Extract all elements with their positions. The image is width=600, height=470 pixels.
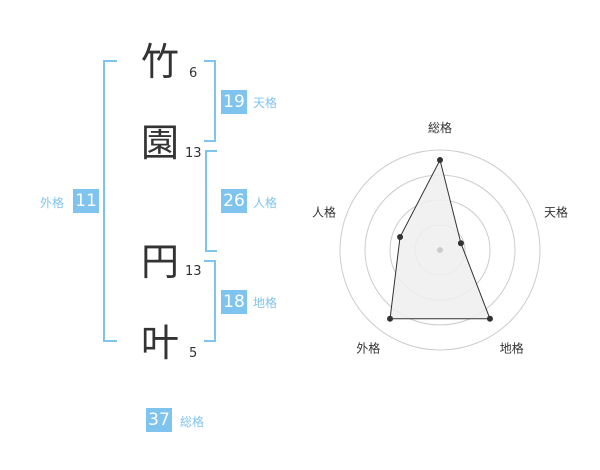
jinkaku-bracket: [205, 150, 217, 252]
jinkaku-label: 人格: [253, 196, 278, 210]
radar-point-0: [437, 157, 443, 163]
character-2-strokes: 13: [185, 146, 202, 161]
soukaku-value: 37: [146, 408, 172, 432]
radar-area: [389, 158, 491, 320]
character-1-strokes: 6: [189, 66, 198, 81]
jinkaku-value: 26: [221, 189, 247, 213]
radar-ring: [339, 149, 541, 351]
soukaku-label: 総格: [180, 415, 205, 429]
gaikaku-label: 外格: [40, 196, 65, 210]
tenkaku-label: 天格: [253, 96, 278, 110]
tenkaku-bracket: [204, 60, 216, 142]
tenkaku-value: 19: [221, 90, 247, 114]
radar-axis-label-3: 外格: [356, 341, 380, 356]
chikaku-label: 地格: [253, 296, 278, 310]
radar-point-1: [457, 240, 464, 247]
radar-point-3: [387, 315, 394, 322]
character-3-strokes: 13: [185, 264, 202, 279]
gaikaku-bracket: [103, 60, 117, 342]
radar-center-dot: [437, 247, 443, 253]
character-4-strokes: 5: [189, 346, 198, 361]
chikaku-value: 18: [221, 290, 247, 314]
character-2: 園: [141, 121, 180, 165]
gaikaku-value: 11: [73, 189, 99, 213]
radar-axis-label-2: 地格: [500, 341, 524, 356]
character-3: 円: [141, 240, 180, 284]
radar-axis-label-0: 総格: [428, 120, 452, 135]
character-4: 叶: [141, 321, 180, 365]
chikaku-bracket: [204, 260, 216, 342]
radar-point-4: [397, 234, 404, 241]
radar-point-2: [486, 315, 493, 322]
radar-axis-label-4: 人格: [312, 204, 336, 219]
character-1: 竹: [141, 40, 180, 84]
radar-axis-label-1: 天格: [544, 204, 568, 219]
